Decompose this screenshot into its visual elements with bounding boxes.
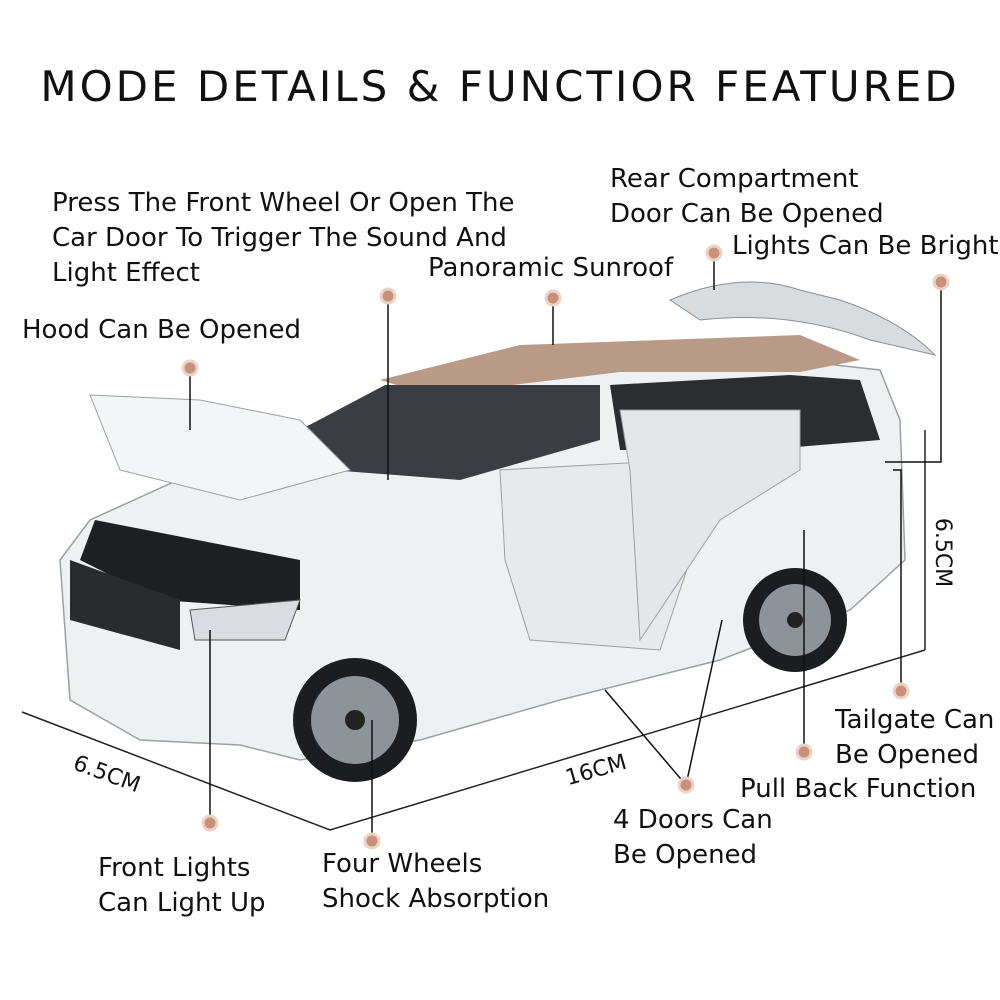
- callout-dot: [201, 814, 219, 832]
- callout-dot: [795, 743, 813, 761]
- callout-line: Be Opened: [835, 740, 980, 770]
- page-title: MODE DETAILS & FUNCTIOR FEATURED: [40, 62, 960, 111]
- callout-sound-light: Press The Front Wheel Or Open The Car Do…: [52, 186, 515, 291]
- callout-line: Light Effect: [52, 258, 200, 288]
- callout-line: Press The Front Wheel Or Open The: [52, 188, 515, 218]
- callout-lights-bright: Lights Can Be Bright: [732, 231, 999, 261]
- callout-line: Can Light Up: [98, 888, 266, 918]
- callout-dots: [181, 244, 950, 850]
- callout-dot: [181, 359, 199, 377]
- callout-line: Tailgate Can: [835, 705, 995, 735]
- callout-line: Shock Absorption: [322, 884, 550, 914]
- callout-rear-compartment: Rear Compartment Door Can Be Opened: [610, 162, 884, 232]
- callout-doors: 4 Doors Can Be Opened: [613, 803, 773, 873]
- car-model: [59, 281, 937, 782]
- callout-dot: [892, 682, 910, 700]
- callout-line: Rear Compartment: [610, 164, 859, 194]
- callout-line: 4 Doors Can: [613, 805, 773, 835]
- callout-dot: [379, 287, 397, 305]
- callout-line: Car Door To Trigger The Sound And: [52, 223, 507, 253]
- callout-line: Be Opened: [613, 840, 758, 870]
- callout-pull-back: Pull Back Function: [740, 774, 977, 804]
- callout-dot: [677, 776, 695, 794]
- callout-sunroof: Panoramic Sunroof: [428, 253, 674, 283]
- dimension-lines: [21, 430, 926, 831]
- callout-hood: Hood Can Be Opened: [22, 315, 302, 345]
- callout-dot: [705, 244, 723, 262]
- leader-lines: [189, 253, 942, 841]
- callout-line: Door Can Be Opened: [610, 199, 884, 229]
- callout-line: Front Lights: [98, 853, 251, 883]
- callout-wheels: Four Wheels Shock Absorption: [322, 847, 549, 917]
- callout-dot: [932, 273, 950, 291]
- callout-line: Four Wheels: [322, 849, 483, 879]
- callout-front-lights: Front Lights Can Light Up: [98, 851, 266, 921]
- callout-dot: [544, 289, 562, 307]
- dimension-height: 6.5CM: [930, 517, 956, 588]
- callout-tailgate: Tailgate Can Be Opened: [835, 703, 994, 773]
- callout-dot: [363, 832, 381, 850]
